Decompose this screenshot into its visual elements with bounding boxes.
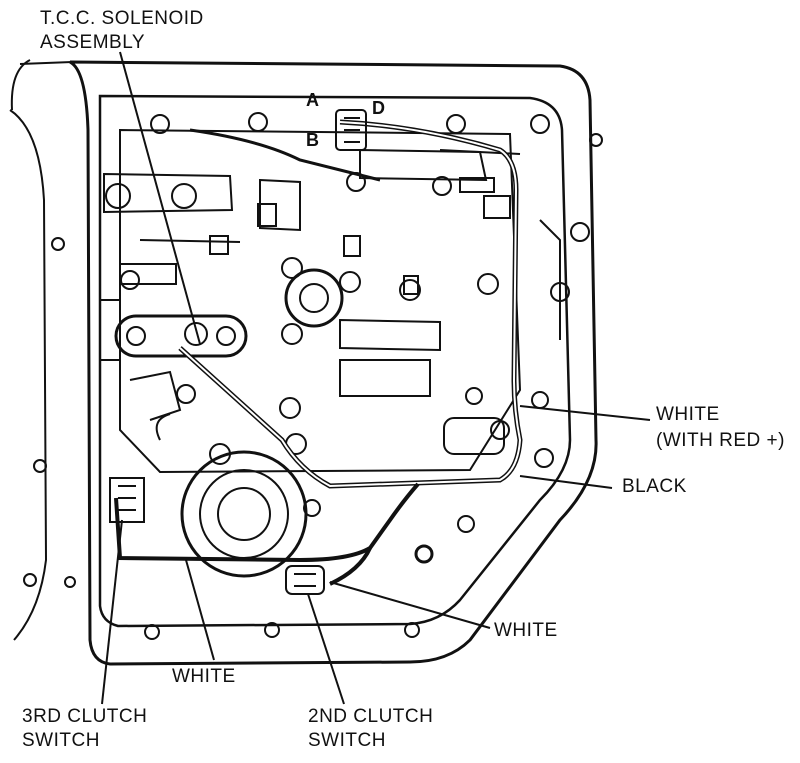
white-red-label-line1: WHITE: [656, 404, 720, 425]
tcc-solenoid-body: [114, 314, 248, 358]
white-right-label: WHITE: [494, 620, 558, 641]
white-red-leader: [519, 405, 651, 421]
top-connector: [335, 109, 367, 151]
second-clutch-label-line2: SWITCH: [308, 730, 386, 751]
white-bottom-leader: [185, 559, 215, 661]
bolt-holes: [23, 112, 603, 640]
black-leader: [519, 475, 613, 489]
black-label: BLACK: [622, 476, 687, 497]
pin-b-label: B: [306, 130, 319, 150]
white-right-leader: [329, 581, 491, 629]
wiring-harness: [114, 119, 523, 586]
tcc-leader: [119, 51, 201, 345]
tcc-label-line1: T.C.C. SOLENOID: [40, 8, 204, 29]
third-clutch-switch: [109, 477, 145, 523]
valve-details: [100, 148, 561, 455]
tcc-label-line2: ASSEMBLY: [40, 32, 146, 53]
second-clutch-label-line1: 2ND CLUTCH: [308, 706, 434, 727]
case-outline: [69, 60, 598, 666]
second-clutch-switch: [285, 565, 325, 595]
third-clutch-label-line1: 3RD CLUTCH: [22, 706, 148, 727]
second-clutch-leader: [307, 593, 345, 705]
pin-a-label: A: [306, 90, 319, 110]
white-red-label-line2: (WITH RED +): [656, 430, 785, 451]
accumulator-bore: [180, 450, 308, 578]
third-clutch-label-line2: SWITCH: [22, 730, 100, 751]
pin-d-label: D: [372, 98, 385, 118]
center-boss: [284, 268, 344, 328]
white-bottom-label: WHITE: [172, 666, 236, 687]
leader-lines: [101, 51, 651, 705]
valve-body-plate: [119, 128, 522, 474]
third-clutch-leader: [101, 519, 123, 705]
